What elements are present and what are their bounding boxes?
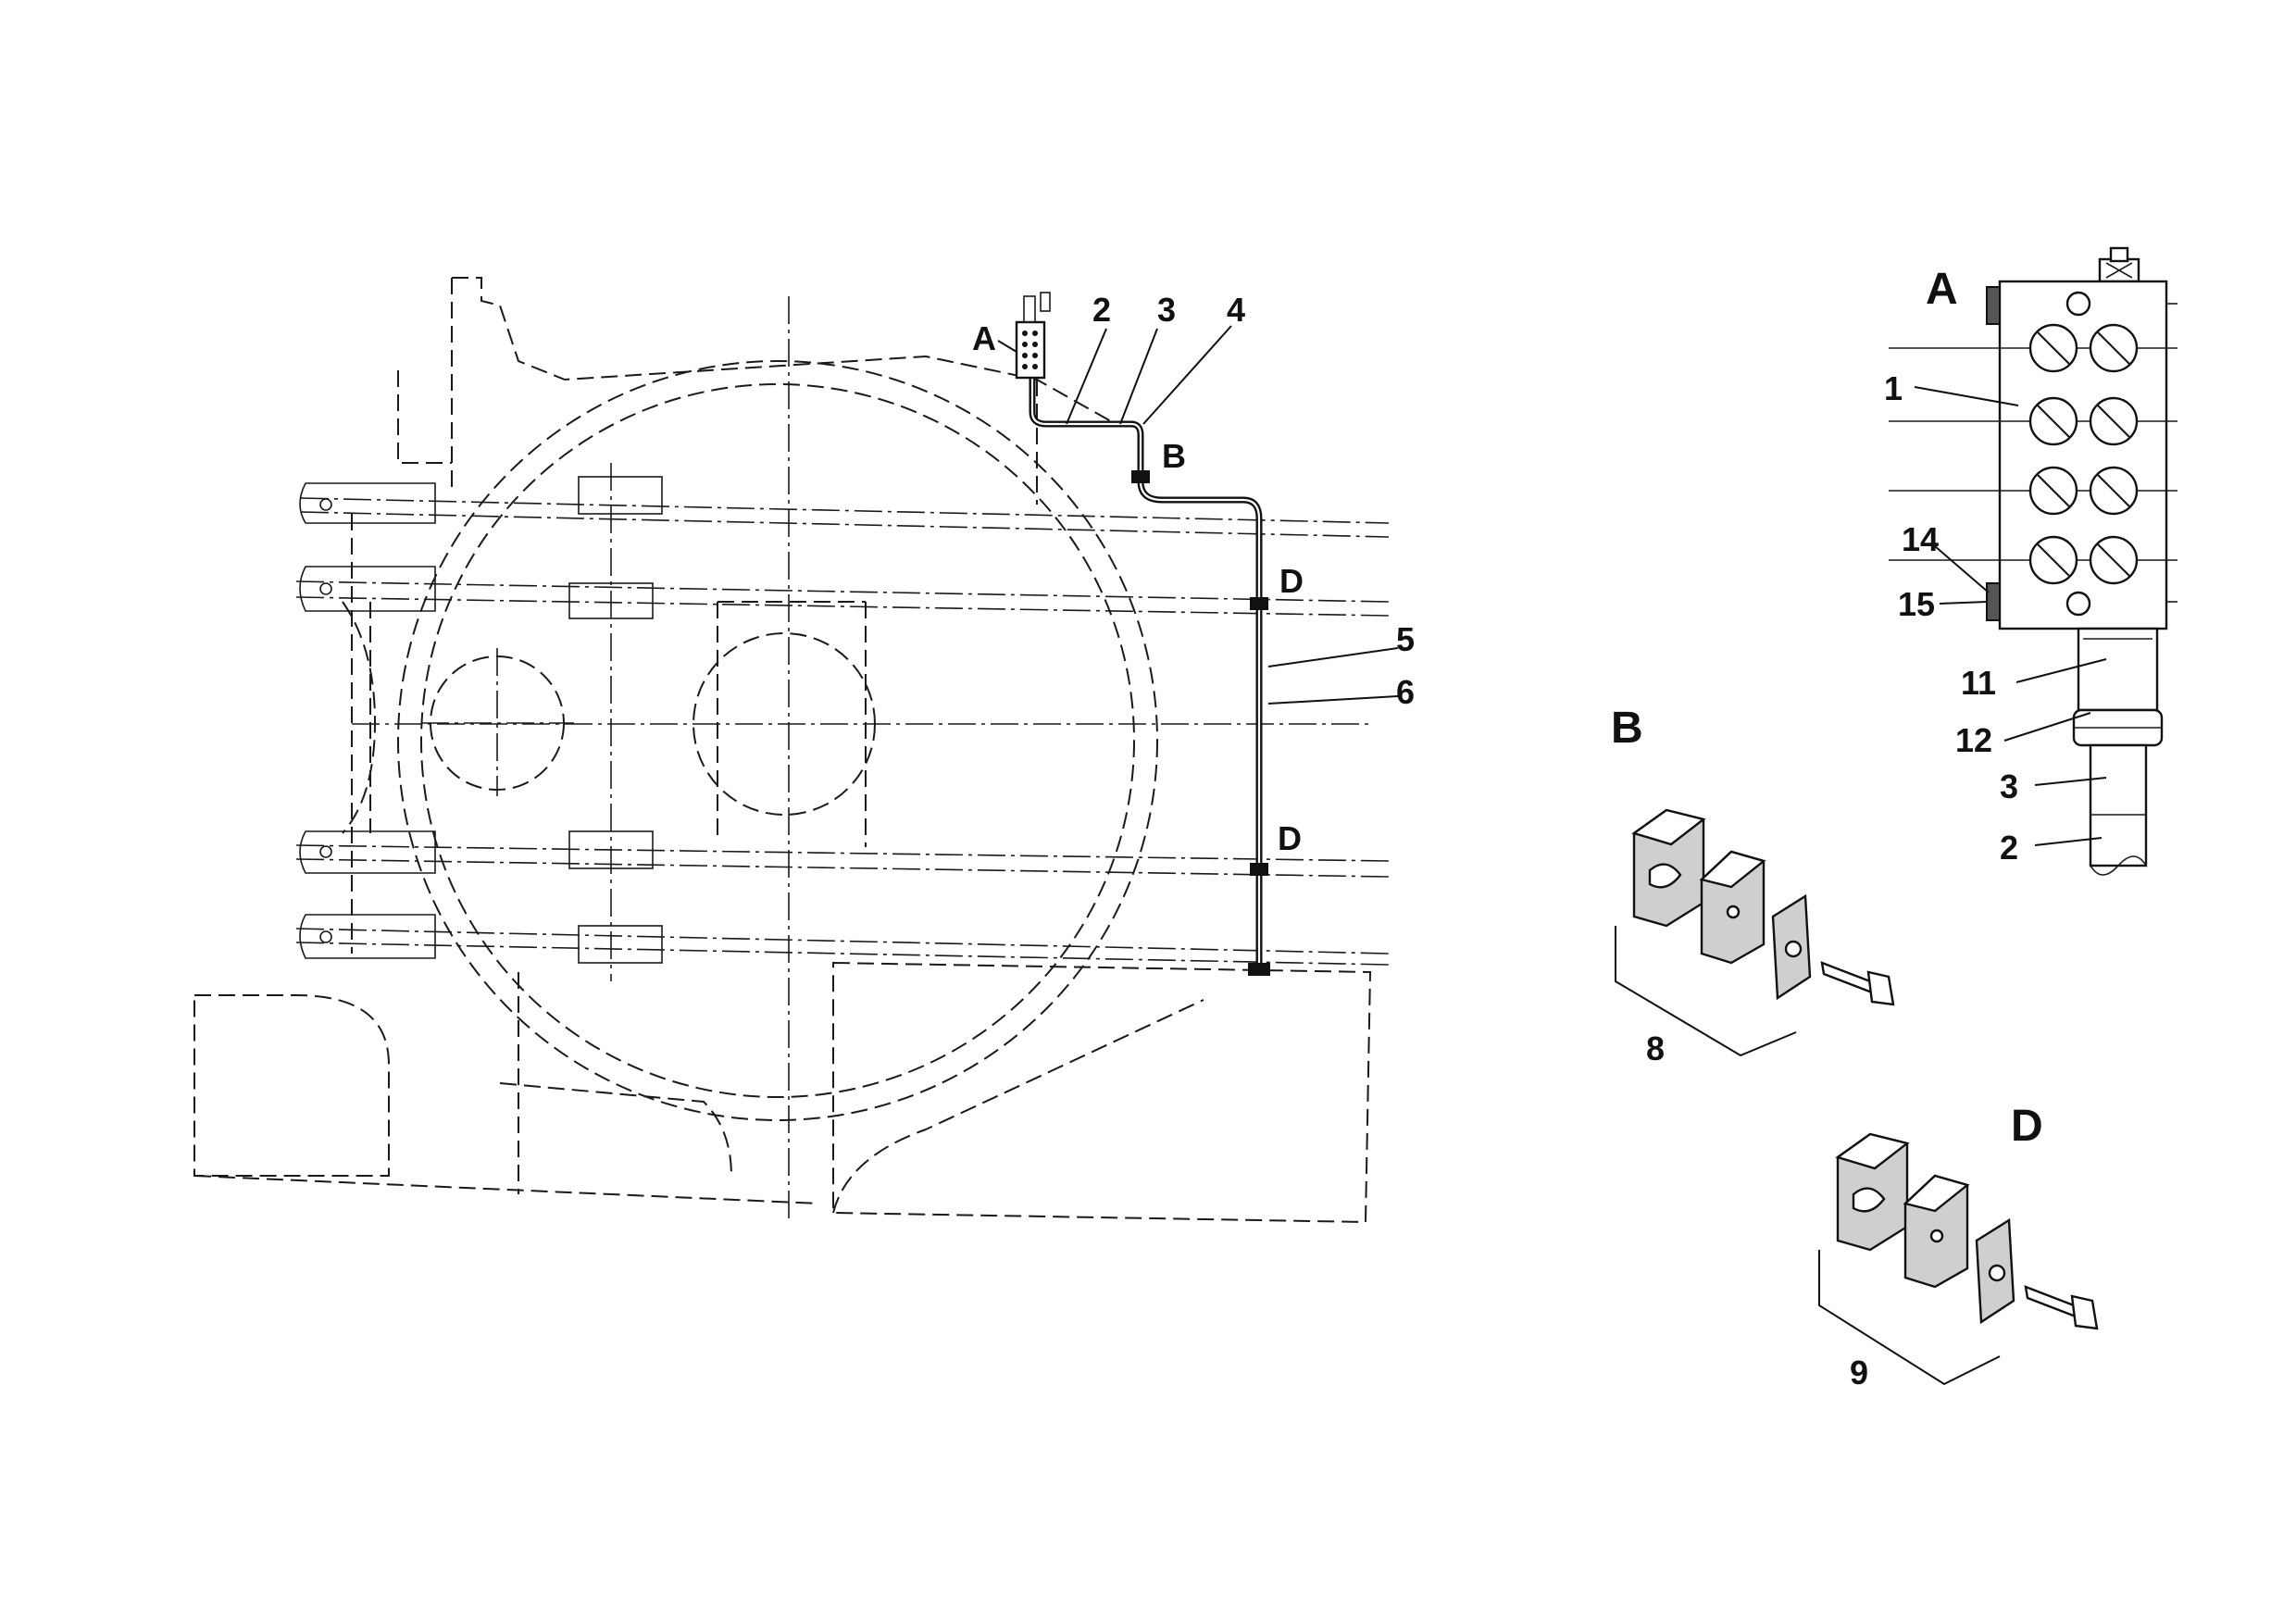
pin-blocks: [568, 463, 663, 981]
detail-D-clamp: D 9: [1818, 1102, 2099, 1391]
detail-A-callout-3: 3: [2000, 767, 2018, 805]
detail-D-callout-9: 9: [1850, 1354, 1868, 1391]
rail-end-caps: [299, 482, 436, 959]
detail-A-callout-11: 11: [1961, 664, 1996, 702]
hose-assembly: [1029, 378, 1263, 970]
hose-sleeve: [2089, 743, 2148, 867]
callout-2: 2: [1092, 291, 1111, 329]
manifold-block-A: [1015, 292, 1051, 380]
callout-4: 4: [1227, 291, 1245, 329]
detail-A-title: A: [1926, 265, 1958, 314]
detail-A-callout-1: 1: [1884, 369, 1903, 407]
pin-bore-center: [693, 632, 876, 816]
callout-6: 6: [1396, 673, 1415, 711]
hose-end-fitting: [1248, 963, 1270, 976]
manifold-body: [1998, 280, 2168, 630]
callout-D-lower: D: [1278, 819, 1302, 857]
fitting-11: [2077, 627, 2159, 712]
detail-A-callout-2: 2: [2000, 829, 2018, 867]
detail-A-callout-12: 12: [1955, 721, 1992, 759]
detail-D-title: D: [2011, 1102, 2043, 1151]
manifold-ports: [2028, 323, 2139, 585]
slew-ring-inner: [420, 383, 1135, 1098]
clamp-B: [1131, 470, 1150, 483]
callout-B-main: B: [1162, 437, 1186, 475]
detail-A-callout-15: 15: [1898, 585, 1935, 623]
detail-A-callout-14: 14: [1902, 520, 1939, 558]
detail-A-manifold: A: [1884, 246, 2177, 876]
callout-5: 5: [1396, 620, 1415, 658]
main-assembly-view: A 2 3 4 B D D 5 6: [193, 277, 1415, 1224]
clamp-D-upper: [1250, 597, 1268, 610]
detail-B-callout-8: 8: [1646, 1029, 1665, 1067]
detail-B-clamp: B 8: [1611, 704, 1895, 1067]
slew-ring-outer: [397, 360, 1158, 1121]
upper-frame-outline: [451, 277, 1112, 491]
callout-A-main: A: [972, 319, 996, 357]
lower-frame-outline: [193, 994, 390, 1177]
callout-3: 3: [1157, 291, 1176, 329]
frame-rails: [295, 497, 1390, 966]
clamp-D-lower: [1250, 863, 1268, 876]
detail-B-title: B: [1611, 704, 1643, 753]
callout-D-upper: D: [1279, 562, 1304, 600]
hose-line-2: [1029, 378, 1263, 970]
